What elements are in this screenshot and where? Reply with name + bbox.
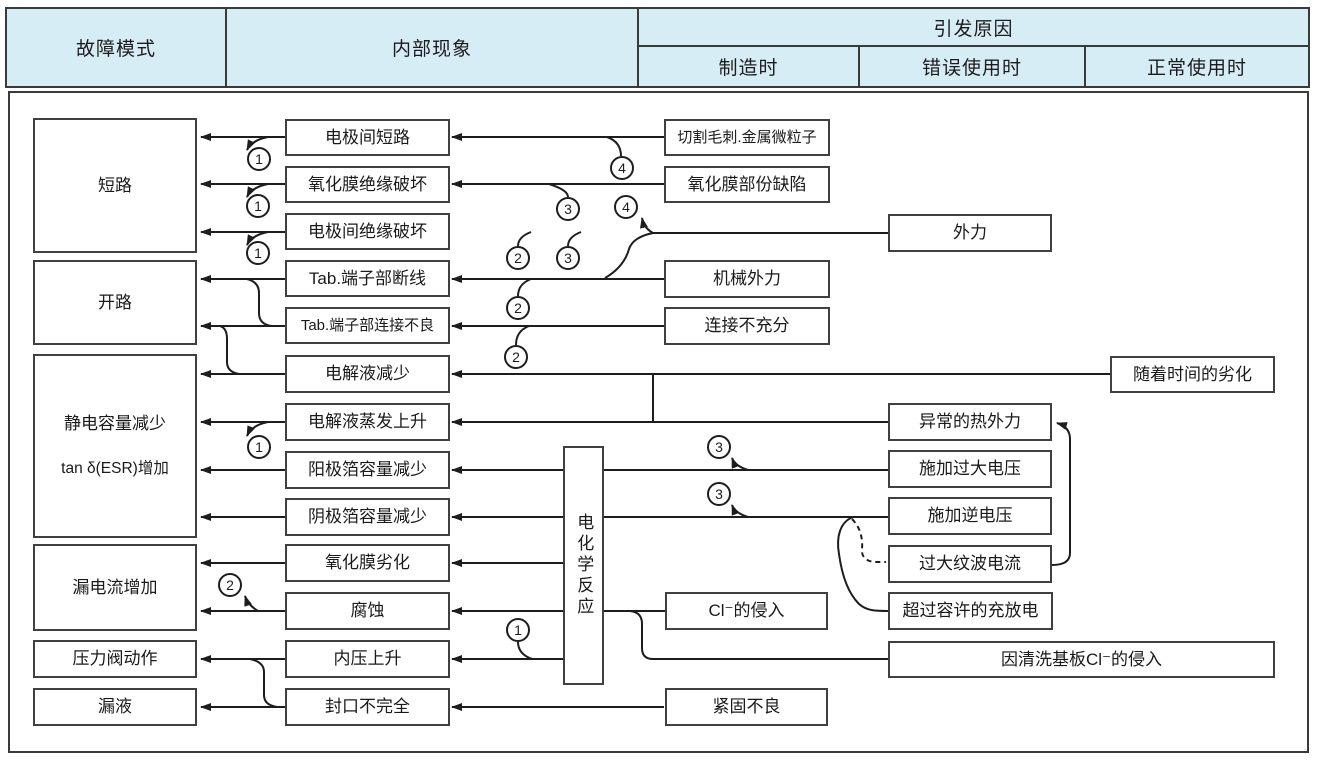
circled-ref-3: 3 bbox=[556, 197, 580, 221]
header-internal-phenomenon: 内部现象 bbox=[391, 39, 472, 60]
capacitance-decrease-label: 静电容量减少 bbox=[64, 414, 166, 434]
circled-ref-1: 1 bbox=[247, 435, 271, 459]
node-oxide-film-degradation: 氧化膜劣化 bbox=[285, 544, 450, 582]
node-insufficient-connection: 连接不充分 bbox=[664, 307, 830, 345]
circled-ref-3: 3 bbox=[707, 482, 731, 506]
node-open-circuit: 开路 bbox=[33, 260, 197, 345]
circled-ref-3: 3 bbox=[556, 246, 580, 270]
node-incomplete-sealing: 封口不完全 bbox=[285, 688, 450, 726]
circled-ref-2: 2 bbox=[218, 573, 242, 597]
node-oxide-film-insulation-breakdown: 氧化膜绝缘破坏 bbox=[285, 166, 450, 203]
node-electrolyte-evaporation-rise: 电解液蒸发上升 bbox=[285, 403, 450, 441]
header-at-normal-use: 正常使用时 bbox=[1146, 58, 1247, 79]
node-external-force: 外力 bbox=[888, 214, 1052, 252]
node-electrochemical-reaction: 电化学反应 bbox=[563, 446, 604, 685]
circled-ref-3: 3 bbox=[707, 435, 731, 459]
node-tab-terminal-poor-connection: Tab.端子部连接不良 bbox=[285, 307, 450, 344]
node-internal-pressure-rise: 内压上升 bbox=[285, 640, 450, 678]
node-pressure-valve-action: 压力阀动作 bbox=[33, 640, 197, 678]
node-poor-tightening: 紧固不良 bbox=[665, 688, 828, 726]
node-cl-ion-intrusion: Cl⁻的侵入 bbox=[665, 592, 828, 630]
header-at-manufacturing: 制造时 bbox=[718, 58, 779, 79]
circled-ref-2: 2 bbox=[506, 296, 530, 320]
node-degradation-over-time: 随着时间的劣化 bbox=[1110, 356, 1275, 393]
header-divider bbox=[637, 9, 639, 86]
node-tab-terminal-wire-break: Tab.端子部断线 bbox=[285, 260, 450, 297]
node-anode-foil-capacity-decrease: 阳极箔容量减少 bbox=[285, 451, 450, 489]
node-corrosion: 腐蚀 bbox=[285, 592, 450, 630]
header-divider bbox=[637, 45, 1308, 47]
circled-ref-4: 4 bbox=[610, 156, 634, 180]
circled-ref-2: 2 bbox=[506, 246, 530, 270]
header-table: 故障模式 内部现象 引发原因 制造时 错误使用时 正常使用时 bbox=[5, 7, 1310, 88]
header-failure-mode: 故障模式 bbox=[75, 39, 156, 60]
node-electrode-short: 电极间短路 bbox=[285, 119, 450, 156]
circled-ref-1: 1 bbox=[506, 618, 530, 642]
circled-ref-4: 4 bbox=[614, 195, 638, 219]
node-electrolyte-decrease: 电解液减少 bbox=[285, 355, 450, 393]
node-oxide-film-partial-defect: 氧化膜部份缺陷 bbox=[664, 166, 830, 203]
esr-increase-label: tan δ(ESR)增加 bbox=[61, 459, 169, 477]
header-at-misuse: 错误使用时 bbox=[921, 58, 1022, 79]
node-reverse-voltage-applied: 施加逆电压 bbox=[888, 497, 1052, 535]
circled-ref-1: 1 bbox=[246, 194, 270, 218]
node-excessive-ripple-current: 过大纹波电流 bbox=[888, 545, 1052, 583]
node-capacitance-esr: 静电容量减少 tan δ(ESR)增加 bbox=[33, 354, 197, 538]
node-abnormal-thermal-force: 异常的热外力 bbox=[888, 403, 1052, 441]
node-short-circuit: 短路 bbox=[33, 118, 197, 253]
node-excessive-voltage-applied: 施加过大电压 bbox=[888, 450, 1052, 488]
circled-ref-1: 1 bbox=[247, 147, 271, 171]
circled-ref-2: 2 bbox=[504, 345, 528, 369]
node-cl-ion-intrusion-board-cleaning: 因清洗基板Cl⁻的侵入 bbox=[888, 641, 1275, 678]
header-divider bbox=[858, 45, 860, 86]
node-liquid-leakage: 漏液 bbox=[33, 688, 197, 726]
node-cutting-burr-metal-particles: 切割毛刺.金属微粒子 bbox=[664, 119, 830, 156]
node-charge-discharge-over-allowance: 超过容许的充放电 bbox=[888, 592, 1053, 630]
node-electrode-insulation-breakdown: 电极间绝缘破坏 bbox=[285, 213, 450, 250]
node-mechanical-external-force: 机械外力 bbox=[664, 260, 830, 298]
circled-ref-1: 1 bbox=[246, 241, 270, 265]
header-divider bbox=[225, 9, 227, 86]
node-cathode-foil-capacity-decrease: 阴极箔容量减少 bbox=[285, 498, 450, 536]
header-divider bbox=[1084, 45, 1086, 86]
node-leakage-current-increase: 漏电流增加 bbox=[33, 544, 197, 631]
header-trigger-cause: 引发原因 bbox=[933, 18, 1014, 40]
